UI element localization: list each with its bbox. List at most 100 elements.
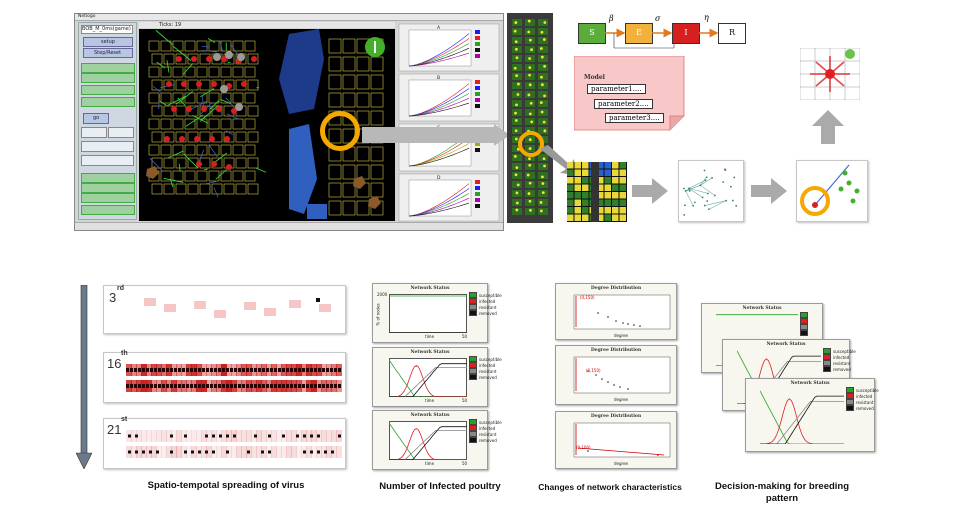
network-edge <box>708 200 727 210</box>
parcel <box>342 182 356 198</box>
spread-cell <box>136 446 142 458</box>
spread-cell <box>176 430 182 442</box>
degree-chart-2-xlabel: degree <box>614 397 629 402</box>
farm-dot <box>338 384 341 388</box>
farm-zoom-cell <box>604 214 611 221</box>
farm-dot <box>142 384 145 388</box>
farm-dot <box>242 368 245 372</box>
legend-removed: removed <box>479 310 497 316</box>
day-16-number: 16 <box>107 356 122 371</box>
chart-line <box>408 193 470 217</box>
farm-dot <box>322 384 325 388</box>
parcel <box>208 92 220 104</box>
status-line <box>389 428 467 460</box>
slider-7[interactable] <box>81 193 135 203</box>
legend-swatch <box>475 80 480 84</box>
poultry-dot <box>514 111 517 115</box>
farm-cell <box>512 37 522 44</box>
slider-8[interactable] <box>81 205 135 215</box>
status-line <box>389 422 467 460</box>
infected-node <box>176 56 182 62</box>
spread-cell <box>306 430 312 442</box>
network-node <box>706 200 709 202</box>
network-edge <box>704 200 727 206</box>
farm-cell <box>525 73 535 80</box>
degree-point <box>627 388 629 390</box>
parcel <box>172 144 184 156</box>
farm-dot <box>210 368 213 372</box>
parcel <box>151 131 163 143</box>
go-button[interactable]: go <box>83 113 109 124</box>
network-link <box>156 61 166 69</box>
slider-3[interactable] <box>81 85 135 95</box>
network-link <box>167 150 184 159</box>
farm-zoom-cell <box>574 192 581 199</box>
slider-6[interactable] <box>81 183 135 193</box>
farm-zoom-cell <box>604 192 611 199</box>
farm-zoom-cell <box>619 169 626 176</box>
farm-dot <box>286 384 289 388</box>
poultry-dot <box>542 157 546 161</box>
degree-point <box>613 384 615 386</box>
highlight-circle-2 <box>518 131 544 157</box>
farm-dot <box>135 450 138 454</box>
spread-cell <box>244 302 256 310</box>
network-node <box>684 204 686 207</box>
farm-zoom-cell <box>567 199 574 206</box>
farm-dot <box>258 384 261 388</box>
time-arrow <box>76 285 92 469</box>
network-node <box>711 177 713 179</box>
legend-swatch <box>475 30 480 34</box>
chart-line <box>408 88 470 117</box>
farm-zoom-cell <box>597 162 604 169</box>
parcel <box>328 38 342 54</box>
step-button[interactable]: Step/Reset <box>83 48 133 58</box>
parcel <box>160 118 172 130</box>
chart-column: ABCD <box>398 23 500 222</box>
farm-dot <box>268 450 271 454</box>
network-node <box>705 176 708 179</box>
farm-dot <box>146 384 149 388</box>
farm-dot <box>182 384 185 388</box>
decision-chart-3-legend: susceptible infected resistant removed <box>846 387 879 411</box>
farm-zoom-cell <box>574 169 581 176</box>
farm-dot <box>316 298 320 302</box>
farm-zoom-cell <box>612 184 619 191</box>
farm-dot <box>166 384 169 388</box>
slider-2[interactable] <box>81 73 135 83</box>
day-3-number: 3 <box>109 290 117 305</box>
farm-zoom-cell <box>582 169 589 176</box>
day-3-suffix: rd <box>117 285 124 292</box>
parcel <box>356 200 370 216</box>
farm-dot <box>234 368 237 372</box>
netlogo-scrollbar[interactable] <box>75 222 503 230</box>
slider-5[interactable] <box>81 173 135 183</box>
network-node <box>692 204 695 207</box>
poultry-dot <box>540 110 544 114</box>
infected-chart-3-xmax: 50 <box>462 461 468 466</box>
parcel <box>220 66 232 78</box>
farm-dot <box>286 368 289 372</box>
farm-dot <box>126 368 129 372</box>
slider-1[interactable] <box>81 63 135 73</box>
network-node <box>704 179 707 182</box>
poultry-dot <box>527 192 531 195</box>
setup-button[interactable]: setup <box>83 37 133 47</box>
decision-chart-2-title: Network Status <box>766 342 806 347</box>
farm-dot <box>274 368 277 372</box>
poultry-dot <box>527 19 531 23</box>
healthy-farm <box>845 49 855 59</box>
farm-dot <box>326 384 329 388</box>
legend-swatch <box>475 148 480 152</box>
spread-cell <box>141 430 147 442</box>
chart-line <box>408 93 470 117</box>
parcel <box>208 144 220 156</box>
farm-dot <box>162 384 165 388</box>
infected-chart-2-lines <box>389 359 467 397</box>
farm-zoom-cell <box>567 207 574 214</box>
view-toolbar: Ticks: 19 <box>139 22 395 28</box>
poultry-dot <box>540 83 544 87</box>
slider-4[interactable] <box>81 97 135 107</box>
chart-line <box>408 33 470 67</box>
farm-dot <box>296 434 299 438</box>
